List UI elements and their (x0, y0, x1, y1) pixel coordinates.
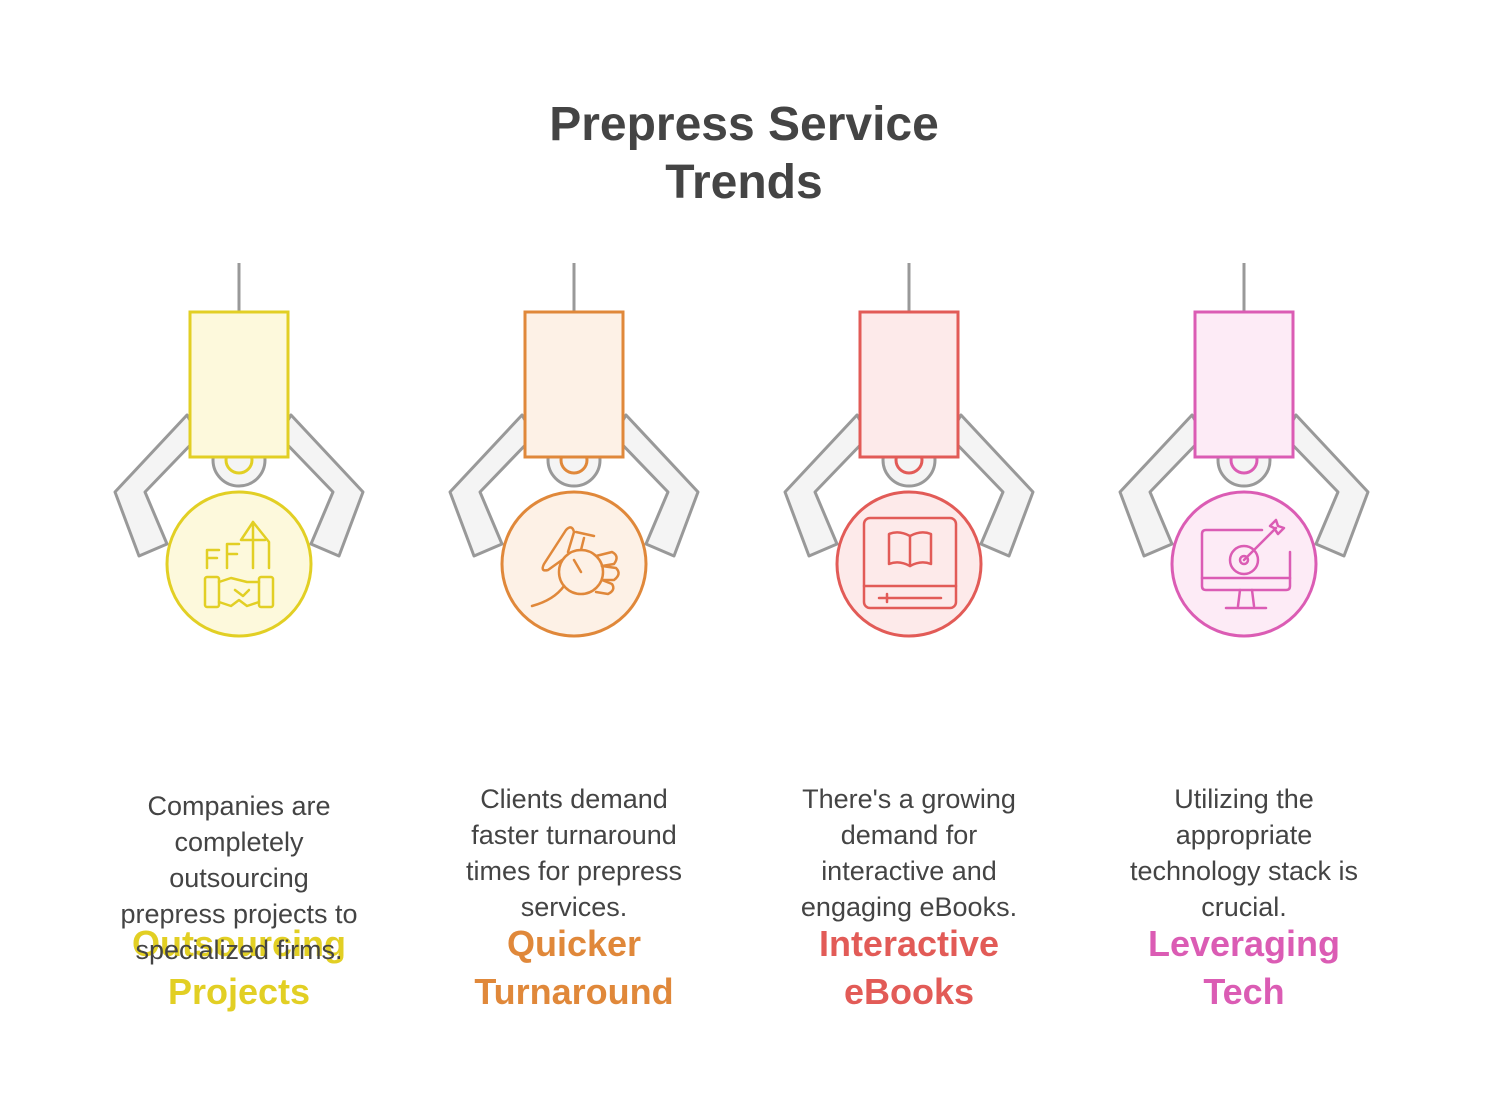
desc-line: engaging eBooks. (800, 892, 1018, 922)
desc-line: faster turnaround (471, 820, 677, 850)
desc-line: demand for (840, 820, 978, 850)
desc-line: specialized firms. (135, 935, 343, 965)
claw-graphic (448, 263, 700, 638)
card-description: There's a growing demand for interactive… (759, 781, 1059, 925)
monitor-target-icon (1200, 518, 1292, 610)
desc-line: services. (520, 892, 628, 922)
desc-line: prepress projects to (120, 899, 358, 929)
desc-line: completely (174, 827, 304, 857)
card-description: Utilizing the appropriate technology sta… (1094, 781, 1394, 925)
desc-line: There's a growing (802, 784, 1016, 814)
stopwatch-hand-icon (530, 526, 620, 608)
heading-line-1: Leveraging (1147, 923, 1341, 964)
desc-line: Clients demand (480, 784, 668, 814)
card-outsourcing: Outsourcing Projects Companies are compl… (89, 260, 389, 1080)
desc-line: appropriate (1175, 820, 1313, 850)
card-heading: Interactive eBooks (759, 920, 1059, 1016)
ebook-icon (862, 516, 958, 610)
desc-line: Companies are (147, 791, 331, 821)
title-line-2: Trends (665, 156, 823, 209)
card-heading: Leveraging Tech (1094, 920, 1394, 1016)
claw-graphic (1118, 263, 1370, 638)
card-description: Companies are completely outsourcing pre… (89, 788, 389, 968)
card-tech: Leveraging Tech Utilizing the appropriat… (1094, 260, 1394, 1080)
heading-line-1: Interactive (818, 923, 1000, 964)
page-title: Prepress Service Trends (0, 96, 1488, 212)
desc-line: outsourcing (169, 863, 309, 893)
card-heading: Quicker Turnaround (424, 920, 724, 1016)
desc-line: Utilizing the (1174, 784, 1314, 814)
desc-line: crucial. (1201, 892, 1287, 922)
card-heading: Outsourcing Projects (89, 920, 389, 1016)
claw-graphic (113, 263, 365, 638)
heading-line-1: Quicker (506, 923, 642, 964)
card-ebooks: Interactive eBooks There's a growing dem… (759, 260, 1059, 1080)
desc-line: times for prepress (465, 856, 683, 886)
card-description: Clients demand faster turnaround times f… (424, 781, 724, 925)
claw-graphic (783, 263, 1035, 638)
heading-line-1: Outsourcing (132, 923, 346, 964)
desc-line: technology stack is (1129, 856, 1359, 886)
heading-line-2: eBooks (843, 971, 975, 1012)
desc-line: interactive and (821, 856, 997, 886)
heading-line-2: Turnaround (474, 971, 674, 1012)
card-turnaround: Quicker Turnaround Clients demand faster… (424, 260, 724, 1080)
heading-line-2: Tech (1203, 971, 1285, 1012)
handshake-icon (203, 520, 275, 609)
heading-line-2: Projects (167, 971, 311, 1012)
title-line-1: Prepress Service (549, 98, 939, 151)
